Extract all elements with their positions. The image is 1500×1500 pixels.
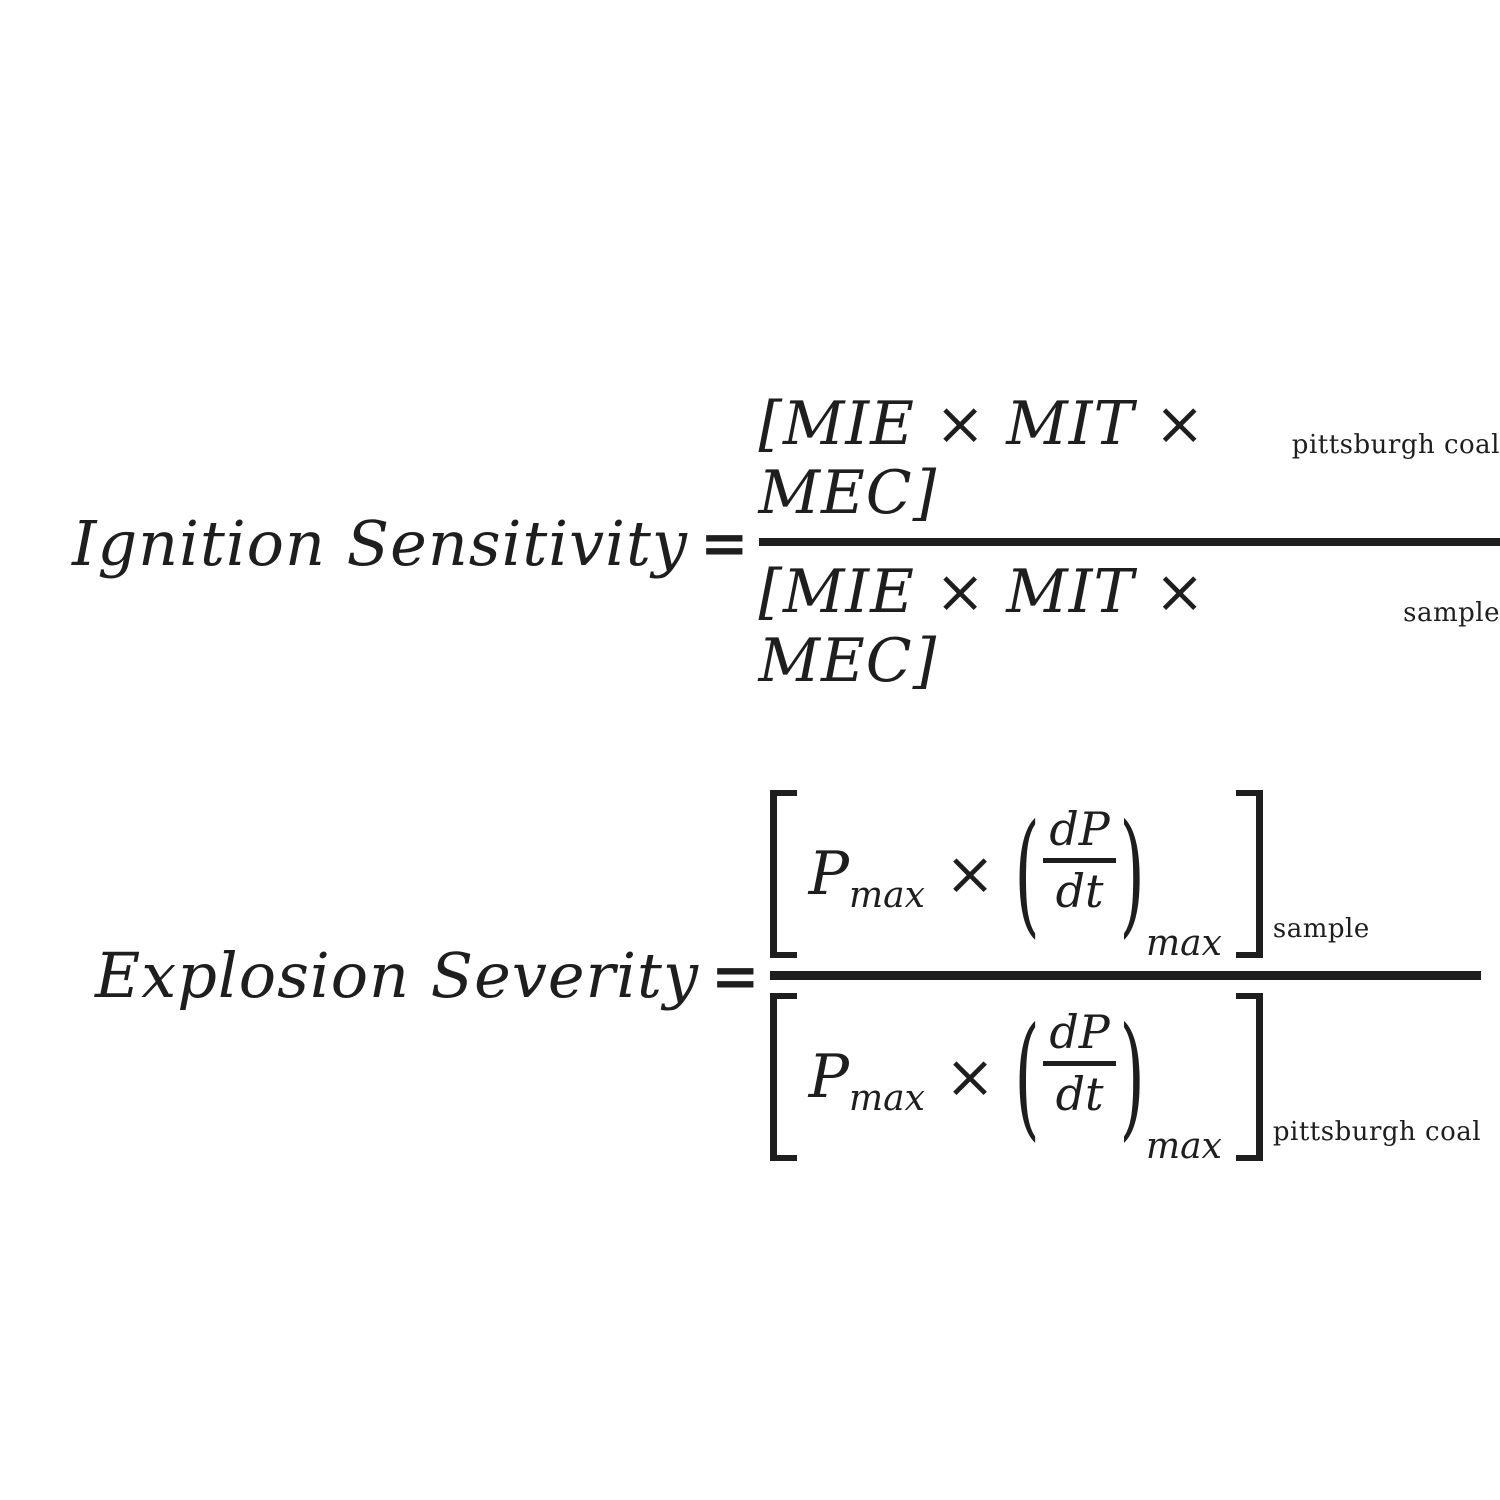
paren-max-subscript: max xyxy=(1145,923,1222,964)
ignition-denominator-expression: [MIE × MIT × MEC] xyxy=(758,557,1206,696)
right-parenthesis: ) xyxy=(1119,997,1145,1155)
dpdt-fraction-bar xyxy=(1043,1060,1116,1066)
dpdt-fraction: dP dt xyxy=(1043,1005,1116,1121)
pmax-term: P max xyxy=(808,1042,925,1119)
equals-sign: = xyxy=(699,509,749,577)
left-bracket xyxy=(769,790,797,958)
ignition-denominator-subscript: sample xyxy=(1403,598,1500,628)
right-parenthesis: ) xyxy=(1119,794,1145,952)
left-bracket xyxy=(769,993,797,1161)
explosion-numerator: P max × ( dP dt ) max sample xyxy=(769,788,1370,964)
explosion-severity-label: Explosion Severity xyxy=(95,939,699,1012)
explosion-denominator: P max × ( dP dt ) max pittsburgh coal xyxy=(769,991,1482,1167)
left-parenthesis: ( xyxy=(1014,997,1040,1155)
equation-explosion-severity: Explosion Severity = P max × ( dP dt ) m… xyxy=(95,788,1482,1167)
fraction-bar xyxy=(758,538,1500,546)
multiplication-sign: × xyxy=(944,1042,996,1112)
multiplication-sign: × xyxy=(944,839,996,909)
ignition-numerator: [MIE × MIT × MEC] pittsburgh coal xyxy=(759,386,1500,538)
dpdt-fraction-bar xyxy=(1043,857,1116,863)
right-bracket xyxy=(1235,993,1263,1161)
right-bracket xyxy=(1235,790,1263,958)
explosion-numerator-subscript: sample xyxy=(1272,914,1370,944)
paren-max-subscript: max xyxy=(1145,1126,1222,1167)
equation-ignition-sensitivity: Ignition Sensitivity = [MIE × MIT × MEC]… xyxy=(72,386,1500,700)
pmax-term: P max xyxy=(808,839,925,916)
equals-sign: = xyxy=(710,941,760,1010)
explosion-fraction: P max × ( dP dt ) max sample P xyxy=(769,788,1482,1167)
ignition-fraction: [MIE × MIT × MEC] pittsburgh coal [MIE ×… xyxy=(758,386,1500,700)
explosion-denominator-subscript: pittsburgh coal xyxy=(1272,1117,1482,1147)
dpdt-denominator: dt xyxy=(1055,863,1104,918)
ignition-numerator-subscript: pittsburgh coal xyxy=(1291,430,1500,460)
dpdt-numerator: dP xyxy=(1049,802,1110,857)
dpdt-numerator: dP xyxy=(1049,1005,1110,1060)
left-parenthesis: ( xyxy=(1014,794,1040,952)
fraction-bar xyxy=(769,971,1482,980)
ignition-denominator: [MIE × MIT × MEC] sample xyxy=(759,546,1500,700)
dpdt-fraction: dP dt xyxy=(1043,802,1116,918)
pmax-symbol: P xyxy=(808,839,849,909)
pmax-subscript: max xyxy=(848,1078,925,1119)
dpdt-denominator: dt xyxy=(1055,1066,1104,1121)
pmax-subscript: max xyxy=(848,875,925,916)
ignition-sensitivity-label: Ignition Sensitivity xyxy=(72,506,688,580)
ignition-numerator-expression: [MIE × MIT × MEC] xyxy=(758,389,1206,528)
pmax-symbol: P xyxy=(808,1042,849,1112)
